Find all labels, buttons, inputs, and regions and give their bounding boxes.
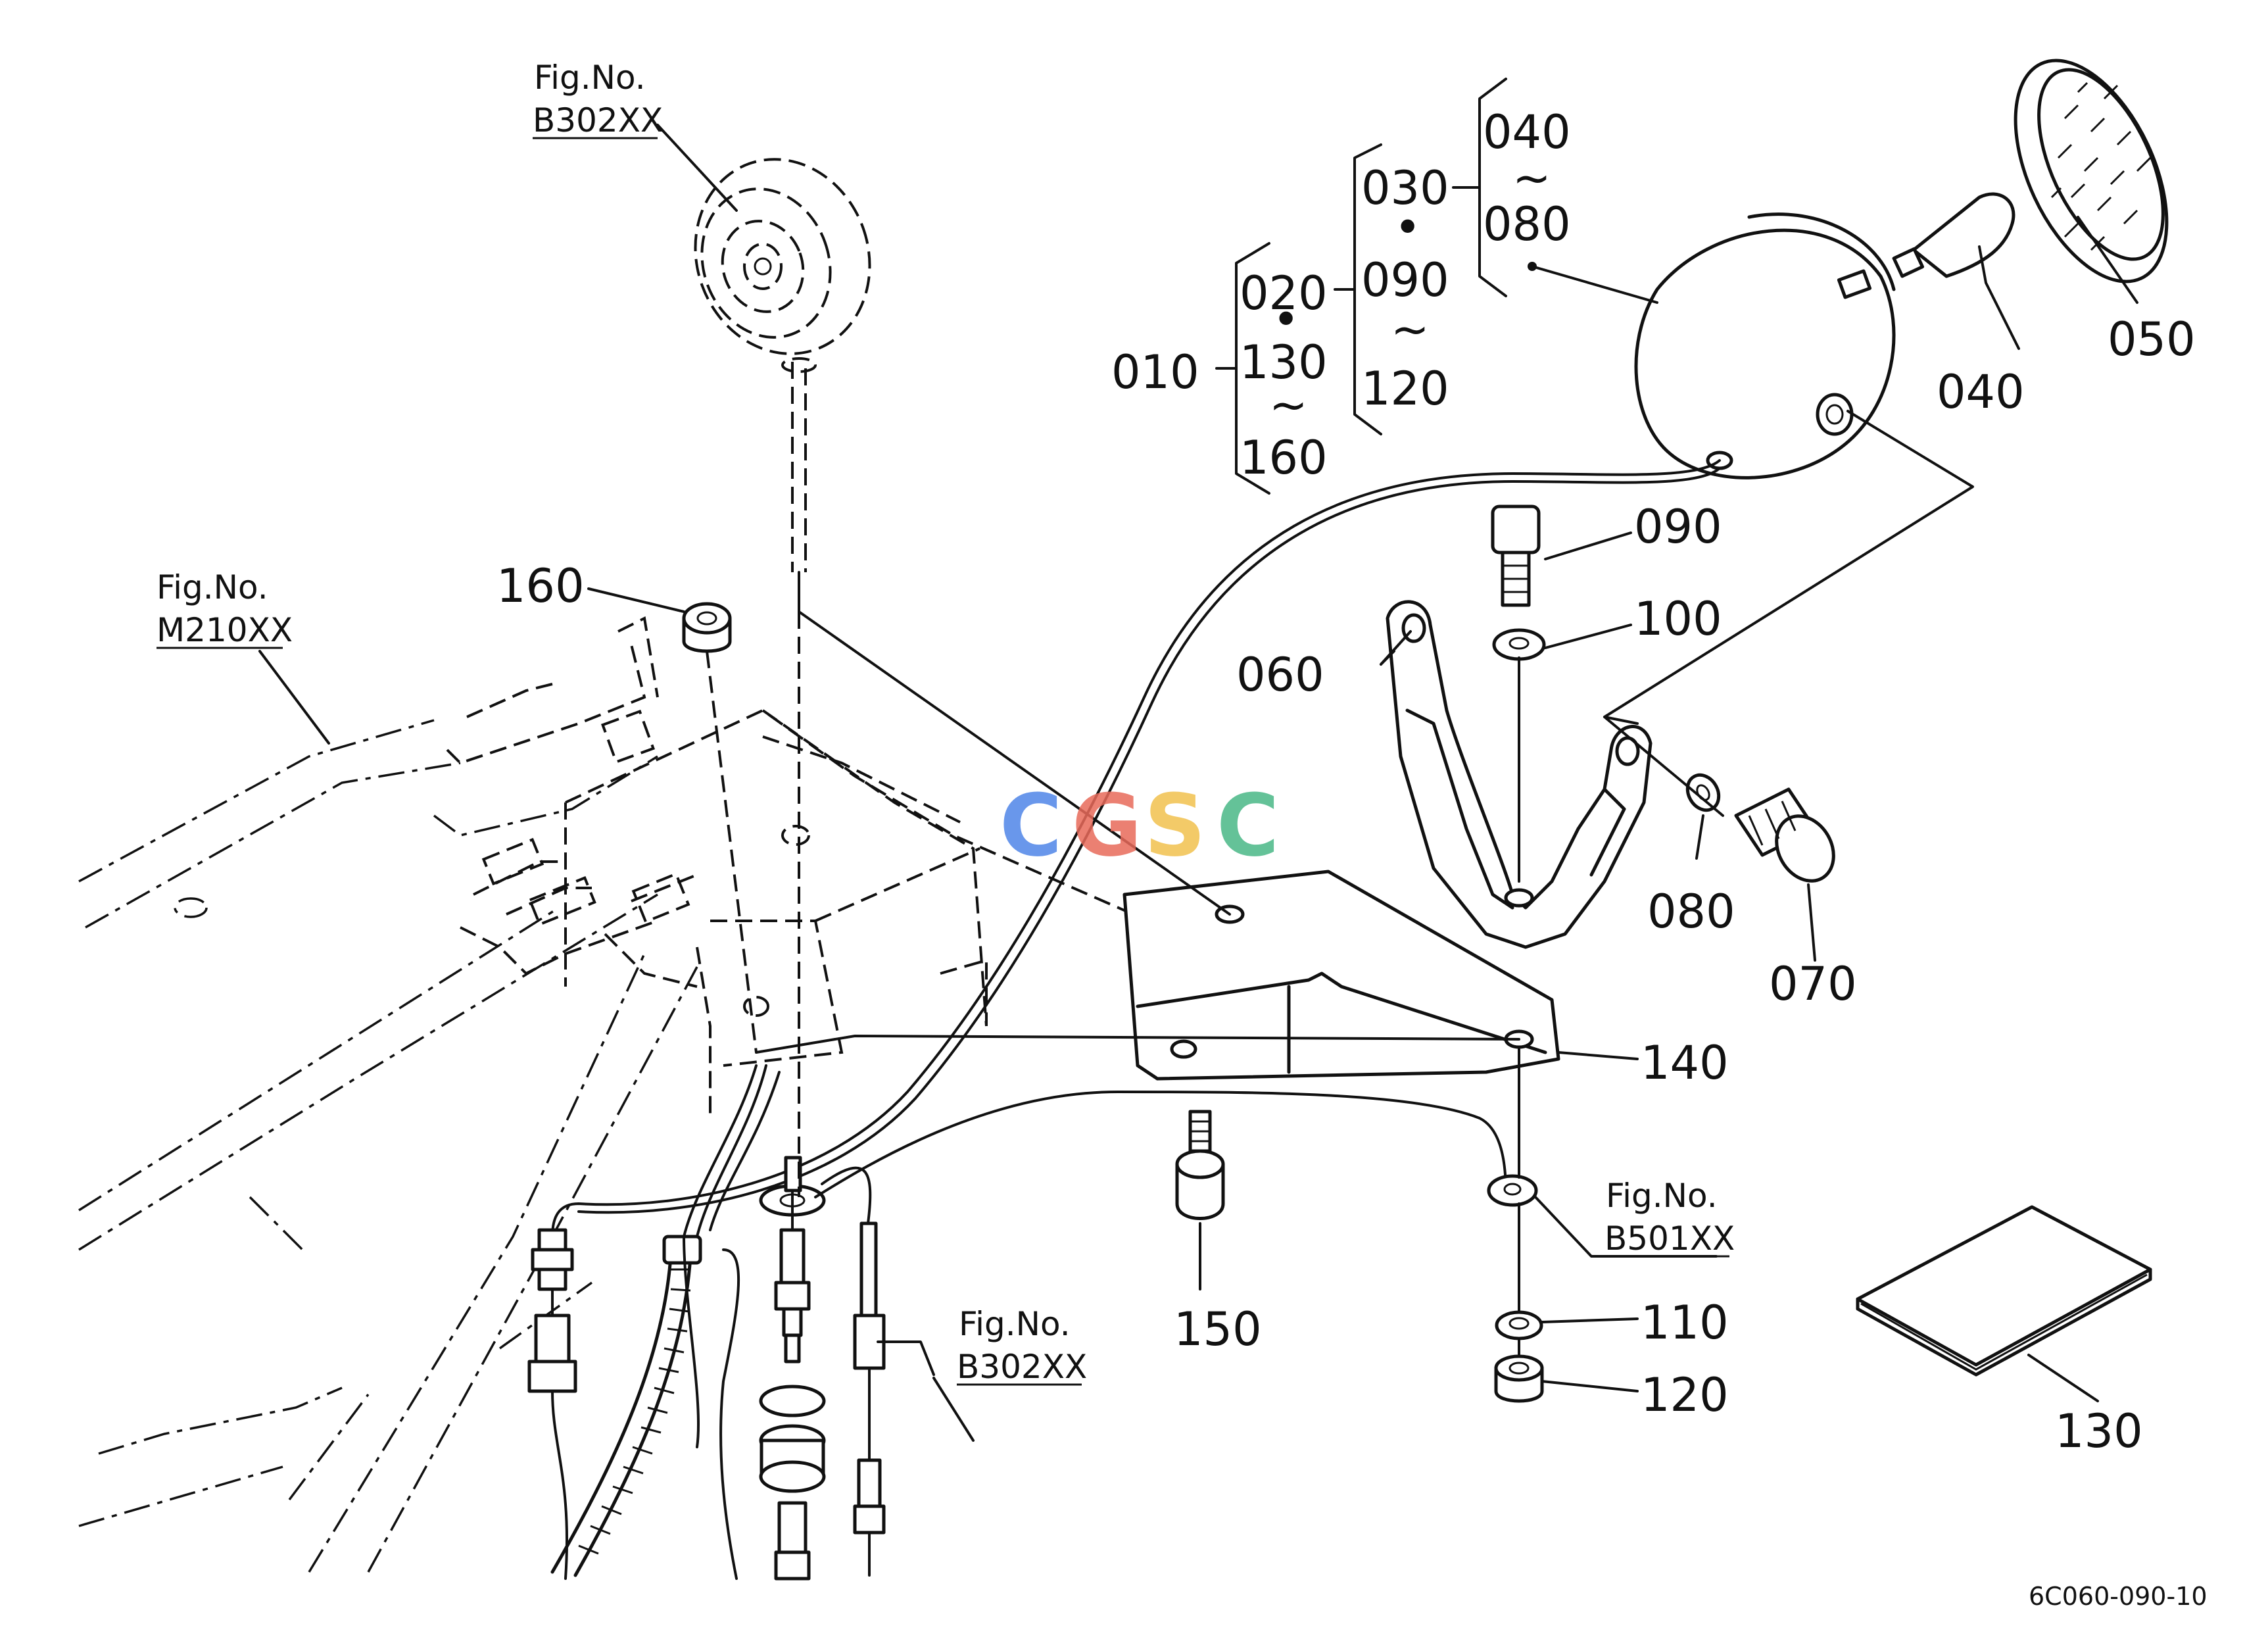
watermark-letter-1: C (1000, 775, 1062, 875)
label-090: 090 (1634, 500, 1722, 554)
label-030: 030 (1361, 161, 1449, 215)
figref-code-4: B501XX (1604, 1219, 1735, 1258)
washer-080 (1685, 773, 1721, 812)
figref-caption-2: Fig.No. (157, 568, 268, 606)
manual-booklet-130 (1856, 1205, 2152, 1377)
figref-code-1: B302XX (533, 101, 663, 139)
figref-code-3: B302XX (957, 1348, 1087, 1386)
drawing-code: 6C060-090-10 (2029, 1582, 2208, 1611)
figref-caption-3: Fig.No. (959, 1305, 1071, 1343)
machine-body-outline (78, 719, 698, 1573)
lock-washer-110 (1495, 1310, 1543, 1340)
lamp-housing (1634, 212, 1896, 479)
label-060: 060 (1236, 648, 1324, 702)
lamp-cable (551, 459, 1721, 1238)
label-080-range: 080 (1483, 197, 1571, 251)
figref-code-2: M210XX (157, 611, 293, 649)
label-050: 050 (2108, 312, 2196, 366)
figref-caption-4: Fig.No. (1606, 1177, 1718, 1215)
range-tilde-2: ~ (1391, 303, 1430, 356)
label-110: 110 (1641, 1296, 1729, 1350)
label-090-range: 090 (1361, 253, 1449, 307)
sensor-unit-top (694, 158, 871, 572)
bolt-070 (1734, 787, 1835, 883)
label-160-range: 160 (1240, 431, 1328, 485)
label-040: 040 (1937, 365, 2025, 419)
grommet-160 (682, 602, 732, 653)
label-140: 140 (1641, 1036, 1729, 1090)
label-070: 070 (1769, 957, 1857, 1011)
nut-120 (1494, 1354, 1544, 1403)
watermark-letter-2: G (1072, 775, 1142, 875)
washer-100 (1492, 628, 1546, 661)
dashed-connectors (481, 709, 690, 927)
bolt-090 (1491, 504, 1541, 607)
bolt-150 (1175, 1110, 1225, 1220)
figure-references: Fig.No. B302XX Fig.No. M210XX Fig.No. B3… (157, 59, 1735, 1386)
label-150: 150 (1174, 1302, 1262, 1356)
label-040-range: 040 (1483, 105, 1571, 159)
label-080: 080 (1647, 885, 1735, 939)
range-tilde-1: ~ (1269, 378, 1308, 432)
watermark-letter-4: C (1217, 775, 1279, 875)
part-labels: 010 020 • 130 ~ 160 030 • 090 ~ 120 040 … (496, 105, 2196, 1458)
leader-lines (157, 78, 2138, 1442)
watermark-letter-3: S (1144, 775, 1206, 875)
plug-connectors-left (527, 1228, 577, 1580)
range-dot-1: • (1272, 293, 1299, 347)
label-010: 010 (1111, 345, 1199, 399)
range-dot-2: • (1394, 201, 1421, 255)
figref-caption-1: Fig.No. (534, 59, 646, 97)
plate-140 (1122, 870, 1560, 1081)
label-100: 100 (1634, 592, 1722, 646)
label-160: 160 (496, 559, 585, 613)
label-130: 130 (2055, 1404, 2143, 1458)
range-tilde-3: ~ (1512, 151, 1551, 205)
label-130-range: 130 (1240, 335, 1328, 389)
lamp-bulb (1892, 192, 2015, 278)
lamp-lens (2014, 59, 2169, 283)
wire-grommet-center (759, 1091, 1507, 1581)
label-120-range: 120 (1361, 362, 1449, 416)
corrugated-harness (550, 1064, 781, 1580)
label-120: 120 (1641, 1368, 1729, 1422)
dashed-controller-outline (446, 616, 1224, 1118)
label-020: 020 (1240, 266, 1328, 320)
terminal-b501 (1487, 1174, 1538, 1207)
watermark-logo: C G S C (1000, 775, 1279, 875)
